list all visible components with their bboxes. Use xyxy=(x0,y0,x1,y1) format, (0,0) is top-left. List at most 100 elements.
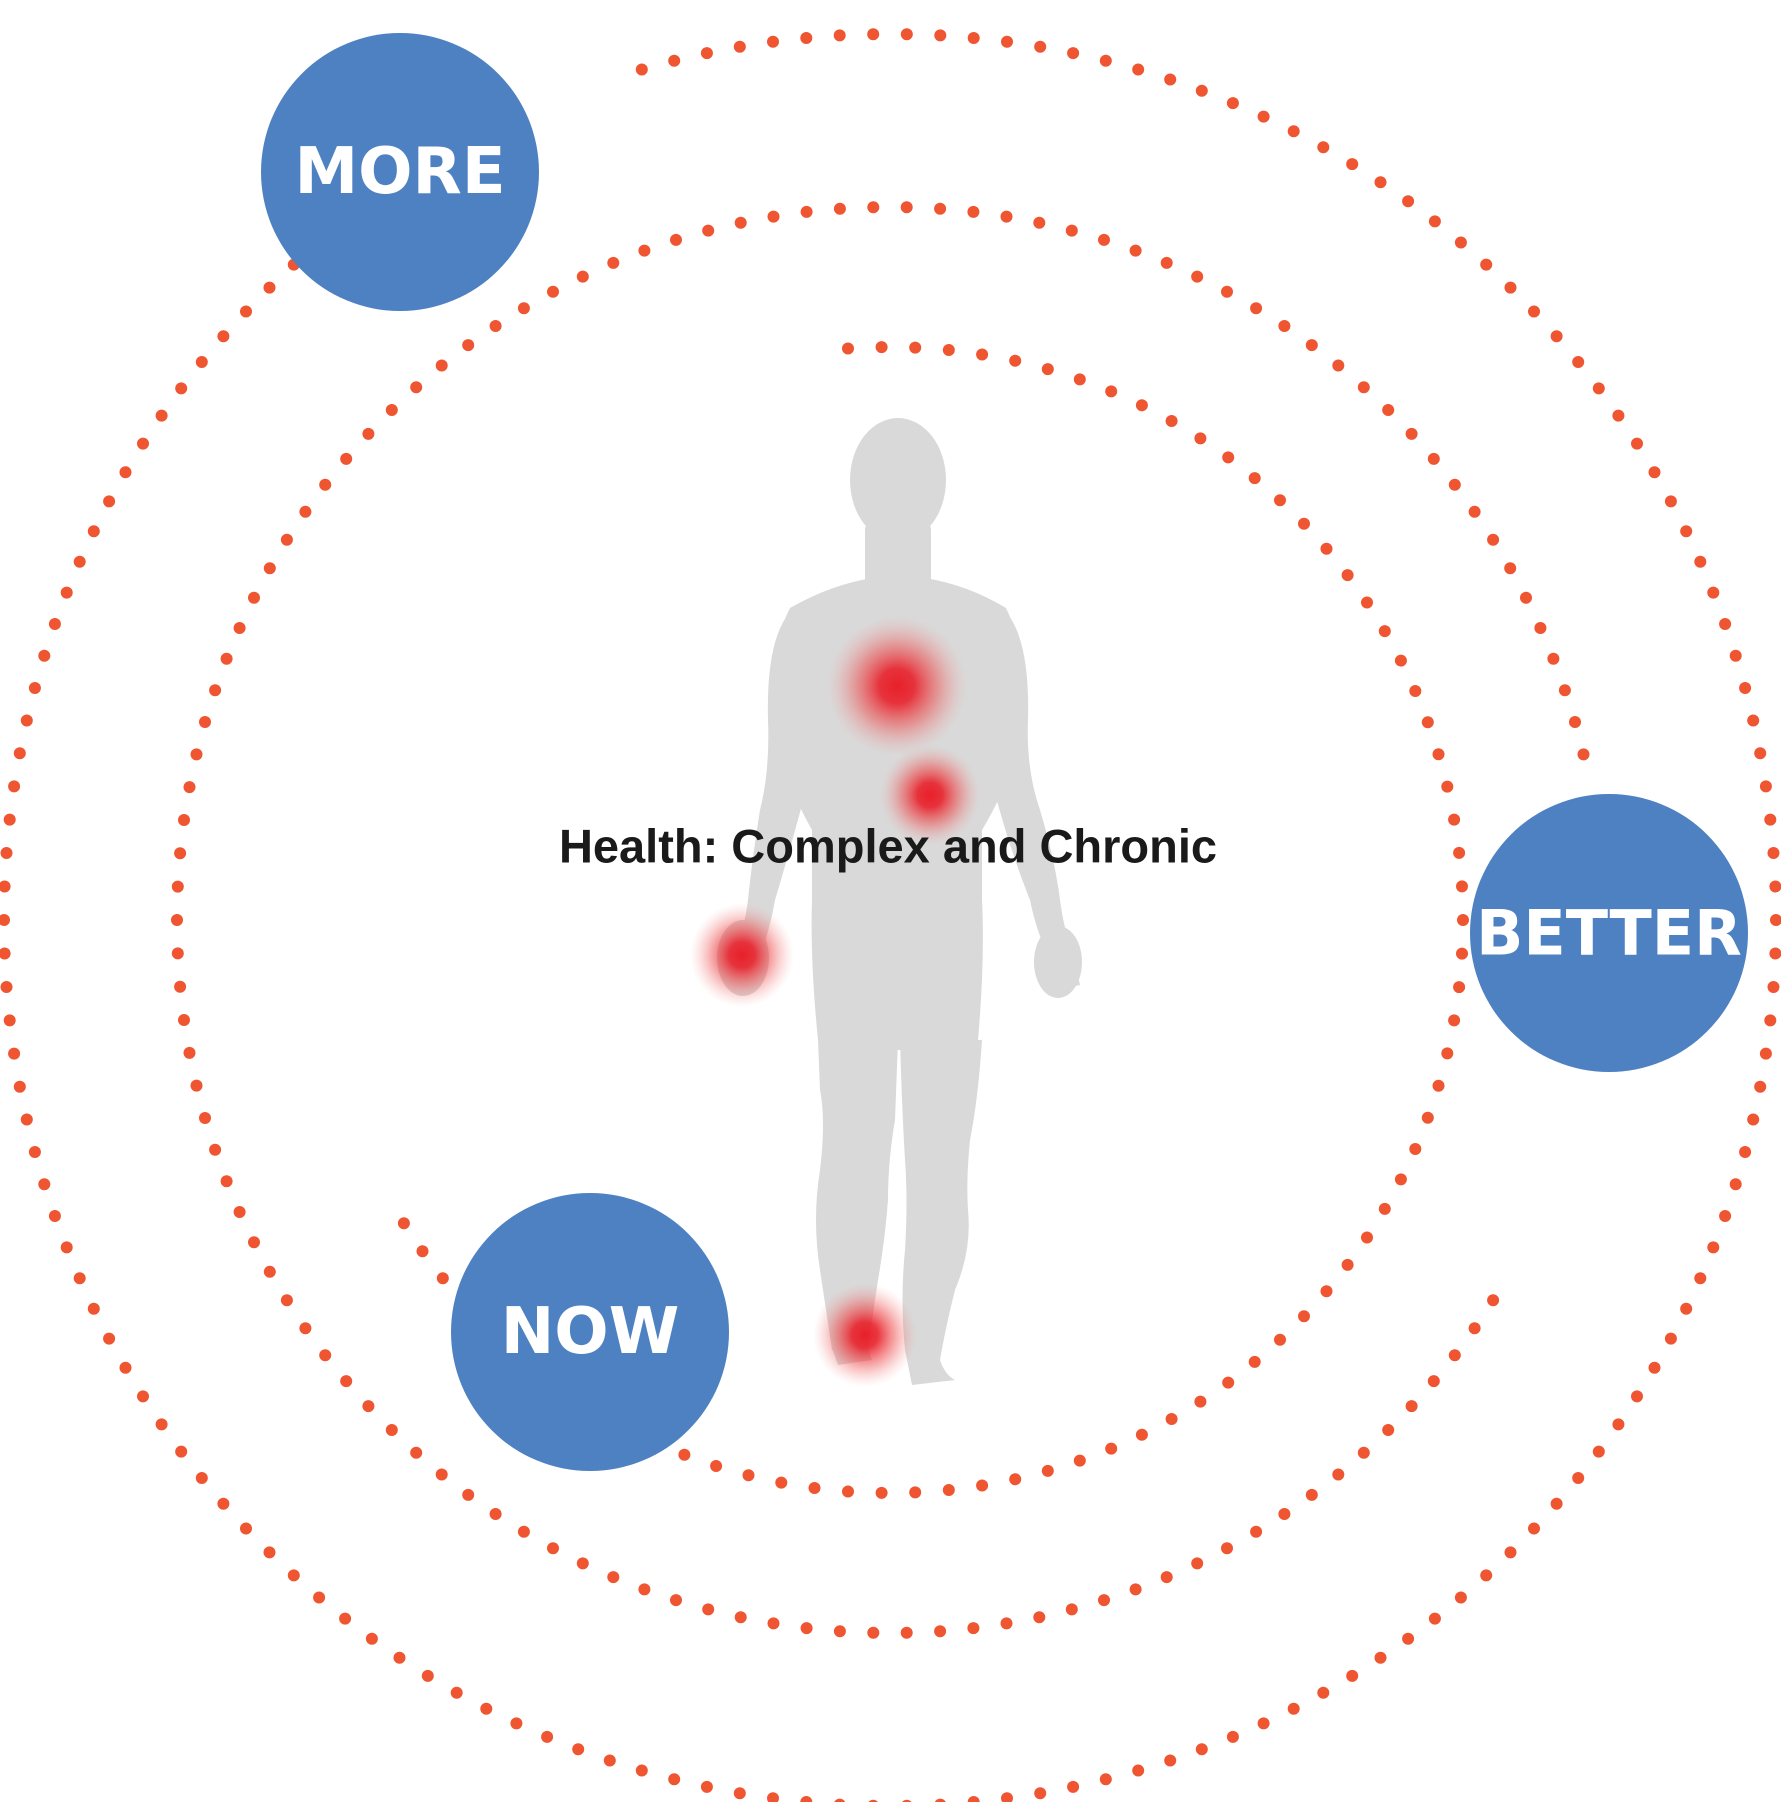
ring-dot xyxy=(8,1047,21,1060)
ring-dot xyxy=(1341,1258,1354,1271)
ring-dot xyxy=(1098,233,1110,246)
ring-dot xyxy=(1405,427,1418,440)
ring-dot xyxy=(1361,1231,1373,1244)
ring-dot xyxy=(1346,158,1359,171)
ring-dot xyxy=(1332,1468,1345,1481)
human-body-silhouette-icon xyxy=(717,418,1082,1385)
ring-dot xyxy=(1129,1583,1142,1596)
ring-dot xyxy=(934,202,947,215)
ring-dot xyxy=(1305,1488,1318,1501)
ring-dot xyxy=(909,341,922,354)
ring-dot xyxy=(1298,517,1310,530)
ring-dot xyxy=(800,1796,813,1802)
ring-dot xyxy=(48,1210,61,1222)
ring-dot xyxy=(1592,1445,1605,1458)
ring-dot xyxy=(607,256,620,269)
ring-dot xyxy=(450,1686,463,1699)
ring-dot xyxy=(603,1754,616,1767)
ring-dot xyxy=(421,1669,434,1682)
ring-dot xyxy=(1000,1617,1013,1630)
ring-dot xyxy=(299,1322,312,1335)
ring-dot xyxy=(340,1375,353,1388)
ring-dot xyxy=(1453,981,1466,994)
ring-dot xyxy=(1405,1400,1418,1413)
ring-dot xyxy=(1631,437,1643,450)
ring-dot xyxy=(1135,399,1148,412)
ring-dot xyxy=(967,32,980,44)
ring-dot xyxy=(0,981,13,993)
ring-dot xyxy=(1747,1113,1760,1126)
ring-dot xyxy=(607,1571,620,1584)
ring-dot xyxy=(183,1046,196,1059)
ring-dot xyxy=(1034,40,1047,53)
ring-dot xyxy=(462,1488,475,1501)
ring-dot xyxy=(517,302,530,315)
chest-pain-hotspot xyxy=(827,616,967,756)
ring-dot xyxy=(1769,947,1781,960)
ring-dot xyxy=(410,381,423,394)
ring-dot xyxy=(1448,813,1461,826)
ring-dot xyxy=(240,305,252,318)
ring-dot xyxy=(668,1773,681,1786)
ring-dot xyxy=(103,495,116,508)
better-label: BETTER xyxy=(1476,897,1742,970)
ring-dot xyxy=(233,622,246,634)
ring-dot xyxy=(1317,141,1330,154)
ring-dot xyxy=(1320,542,1333,555)
ring-dot xyxy=(934,1625,947,1638)
ring-dot xyxy=(209,1143,222,1156)
ring-dot xyxy=(1694,1272,1707,1285)
ring-dot xyxy=(900,28,913,41)
ring-dot xyxy=(220,1175,233,1188)
ring-dot xyxy=(1664,495,1677,508)
ring-dot xyxy=(1274,1333,1286,1346)
ring-dot xyxy=(171,947,184,960)
ring-dot xyxy=(1719,1210,1732,1222)
ring-dot xyxy=(1550,1497,1563,1510)
ring-dot xyxy=(976,348,989,361)
ring-dot xyxy=(3,813,16,826)
ring-dot xyxy=(1441,780,1454,793)
ring-dot xyxy=(517,1525,530,1538)
ring-dot xyxy=(1357,381,1370,394)
ring-dot xyxy=(1572,356,1585,368)
ring-dot xyxy=(1065,224,1078,237)
ring-dot xyxy=(1274,494,1286,507)
ring-dot xyxy=(183,781,196,794)
ring-dot xyxy=(1402,195,1415,208)
ring-dot xyxy=(1001,1792,1013,1802)
ring-dot xyxy=(1067,1780,1080,1793)
ring-dot xyxy=(767,35,779,48)
ring-dot xyxy=(700,1780,713,1793)
ring-dot xyxy=(1165,1413,1178,1425)
ring-dot xyxy=(1448,478,1461,491)
ring-dot xyxy=(199,716,211,728)
ring-dot xyxy=(670,233,682,246)
ring-dot xyxy=(1456,947,1468,960)
ring-dot xyxy=(1427,1375,1440,1388)
ring-dot xyxy=(1287,1702,1300,1715)
ring-dot xyxy=(462,339,475,352)
ring-dot xyxy=(900,1626,913,1639)
ring-dot xyxy=(233,1206,246,1218)
ring-dot xyxy=(1680,525,1693,538)
ring-dot xyxy=(1248,1355,1261,1368)
ring-dot xyxy=(178,814,190,826)
ring-dot xyxy=(1041,1464,1054,1477)
ring-dot xyxy=(1764,813,1777,826)
ring-dot xyxy=(1729,649,1742,662)
ring-dot xyxy=(1009,354,1022,367)
ring-dot xyxy=(1504,281,1517,294)
ring-dot xyxy=(1129,244,1142,257)
ring-dot xyxy=(299,505,312,518)
ring-dot xyxy=(1441,1047,1454,1060)
ring-dot xyxy=(1487,533,1500,546)
ring-dot xyxy=(171,880,184,893)
ring-dot xyxy=(73,1272,86,1285)
ring-dot xyxy=(1764,1014,1777,1027)
ring-dot xyxy=(867,201,880,214)
ring-dot xyxy=(1001,35,1013,48)
ring-dot xyxy=(20,714,33,727)
ring-dot xyxy=(155,1418,168,1431)
ring-dot xyxy=(73,555,86,568)
